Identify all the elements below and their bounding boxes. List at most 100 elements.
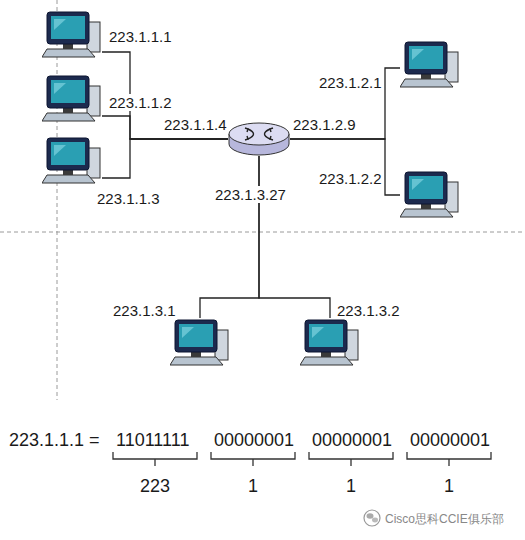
monitor-screen — [51, 80, 85, 103]
decimal-byte: 1 — [443, 476, 455, 497]
keyboard — [400, 209, 453, 217]
ip-address-label: 223.1.2.9 — [292, 116, 357, 134]
monitor-bezel — [405, 42, 447, 74]
decimal-byte: 1 — [345, 476, 357, 497]
address-text: 223.1.1.1 = — [8, 430, 101, 450]
host-computer: 223.1.2.2 — [400, 170, 460, 218]
screen-shine — [182, 327, 194, 338]
monitor-bezel — [47, 12, 89, 44]
ip-address: 223.1.1.3 — [96, 190, 161, 207]
watermark: Cisco思科CCIE俱乐部 — [384, 509, 505, 527]
keyboard — [170, 357, 223, 365]
ip-address: 223.1.1.4 — [163, 116, 228, 133]
host-computer: 223.1.1.2 — [42, 74, 102, 122]
computer-icon — [42, 136, 102, 184]
monitor-screen — [51, 16, 85, 39]
keyboard — [42, 49, 95, 57]
ip-address: 223.1.1.1 — [108, 28, 173, 45]
binary-byte: 00000001 — [311, 430, 393, 451]
divider-line — [0, 232, 525, 233]
ip-address: 223.1.2.1 — [318, 74, 383, 91]
decimal-byte: 1 — [345, 476, 357, 496]
host-computer: 223.1.1.1 — [42, 10, 102, 58]
ip-address: 223.1.2.9 — [292, 116, 357, 133]
watermark: Cisco思科CCIE俱乐部 — [384, 512, 505, 526]
wechat-icon — [364, 510, 380, 526]
keyboard — [300, 357, 353, 365]
monitor-bezel — [405, 172, 447, 204]
binary-byte: 00000001 — [311, 430, 393, 450]
router: 223.1.1.4223.1.2.9223.1.3.27 — [228, 122, 290, 156]
router-top — [229, 123, 289, 145]
decimal-byte: 1 — [443, 476, 455, 496]
network-link — [102, 139, 228, 178]
binary-byte: 00000001 — [213, 430, 295, 450]
network-link — [290, 139, 400, 195]
ip-address-label: 223.1.3.1 — [112, 302, 177, 320]
icon-bubble — [367, 513, 374, 519]
address-text: 223.1.1.1 = — [8, 430, 101, 451]
ip-address-label: 223.1.2.2 — [318, 170, 383, 188]
ip-address-label: 223.1.2.1 — [318, 74, 383, 92]
ip-address: 223.1.1.2 — [108, 94, 173, 111]
binary-byte: 00000001 — [213, 430, 295, 451]
ip-address-label: 223.1.1.1 — [108, 28, 173, 46]
computer-icon — [300, 318, 360, 366]
monitor-screen — [409, 176, 443, 199]
monitor-screen — [51, 142, 85, 165]
ip-address-label: 223.1.3.27 — [214, 186, 287, 204]
brace — [211, 452, 295, 466]
brace — [407, 452, 491, 466]
network-link — [102, 52, 228, 139]
monitor-screen — [409, 46, 443, 69]
monitor-bezel — [47, 138, 89, 170]
icon-ring — [364, 510, 380, 526]
network-link — [102, 116, 228, 139]
binary-byte: 11011111 — [115, 430, 190, 450]
keyboard — [42, 175, 95, 183]
router-arrow — [248, 129, 254, 139]
router-arrow — [265, 129, 271, 139]
monitor-bezel — [305, 320, 347, 352]
decimal-byte: 223 — [139, 476, 171, 496]
binary-byte: 00000001 — [409, 430, 491, 451]
host-computer: 223.1.1.3 — [42, 136, 102, 184]
ip-address: 223.1.3.2 — [336, 302, 401, 319]
screen-shine — [54, 83, 66, 94]
router-arrowhead — [245, 128, 273, 140]
keyboard — [42, 113, 95, 121]
computer-icon — [170, 318, 230, 366]
ip-address-label: 223.1.3.2 — [336, 302, 401, 320]
divider-line — [57, 0, 58, 400]
byte-braces — [113, 452, 491, 466]
screen-shine — [412, 49, 424, 60]
host-computer: 223.1.2.1 — [400, 40, 460, 88]
ip-address-label: 223.1.1.4 — [163, 116, 228, 134]
monitor-bezel — [47, 76, 89, 108]
binary-byte: 00000001 — [409, 430, 491, 450]
host-computer: 223.1.3.1 — [170, 318, 230, 366]
screen-shine — [312, 327, 324, 338]
monitor-screen — [179, 324, 213, 347]
ip-address: 223.1.2.2 — [318, 170, 383, 187]
router-arrows — [245, 128, 273, 140]
computer-icon — [42, 10, 102, 58]
router-icon — [228, 122, 290, 156]
ip-address: 223.1.3.1 — [112, 302, 177, 319]
binary-byte: 11011111 — [115, 430, 190, 451]
ip-address-label: 223.1.1.2 — [108, 94, 173, 112]
brace — [309, 452, 393, 466]
keyboard — [400, 79, 453, 87]
screen-shine — [412, 179, 424, 190]
computer-icon — [400, 170, 460, 218]
computer-icon — [400, 40, 460, 88]
network-link — [290, 68, 400, 139]
icon-bubble — [372, 518, 378, 523]
ip-address: 223.1.3.27 — [214, 186, 287, 203]
host-computer: 223.1.3.2 — [300, 318, 360, 366]
decimal-byte: 1 — [247, 476, 259, 497]
screen-shine — [54, 19, 66, 30]
network-link — [200, 156, 259, 318]
monitor-screen — [309, 324, 343, 347]
